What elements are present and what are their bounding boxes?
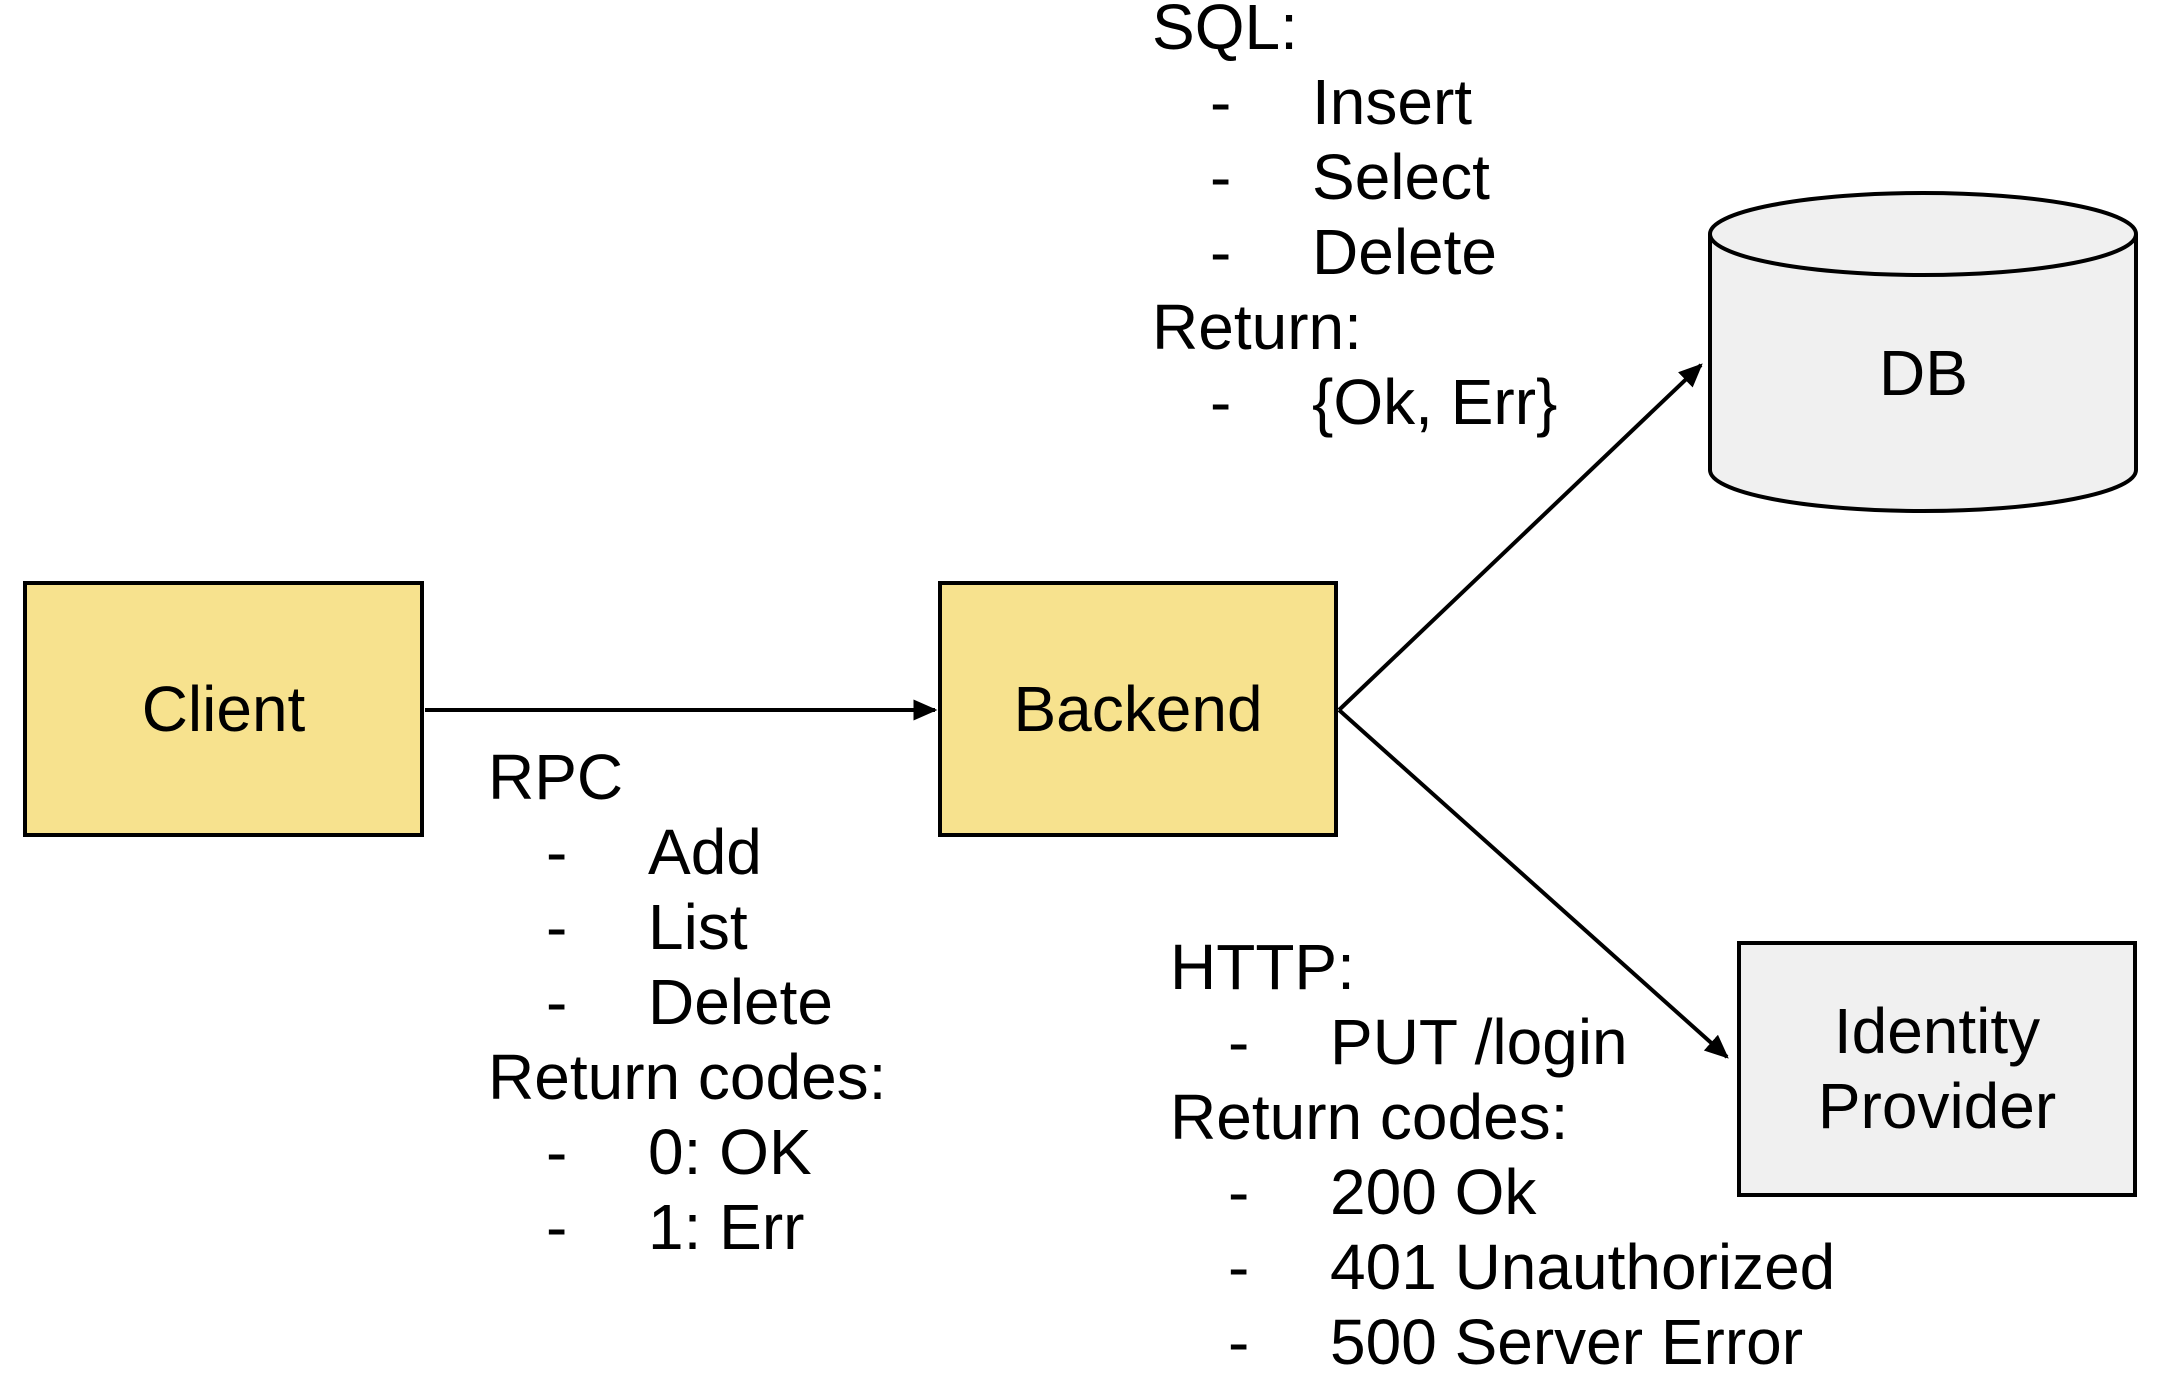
- bullet-dash: -: [546, 816, 568, 888]
- arrow-backend-to-identity-provider: [1337, 708, 1729, 1059]
- rpc-annotation-item: - List: [488, 890, 886, 965]
- sql-annotation-item: - Insert: [1152, 65, 1557, 140]
- rpc-annotation-item-text: Delete: [648, 966, 833, 1038]
- http-annotation: HTTP: -PUT /login Return codes: -200 Ok …: [1170, 930, 1835, 1380]
- rpc-annotation: RPC - Add - List - Delete Return codes: - 0:…: [488, 740, 886, 1265]
- bullet-dash: -: [546, 891, 568, 963]
- db-node-label: DB: [1879, 337, 1968, 409]
- sql-annotation-return-item-text: {Ok, Err}: [1312, 366, 1558, 438]
- http-annotation-return-item-text: 500 Server Error: [1330, 1306, 1804, 1378]
- http-annotation-item-text: PUT /login: [1330, 1006, 1628, 1078]
- rpc-annotation-return-item: - 1: Err: [488, 1190, 886, 1265]
- rpc-annotation-item-text: List: [648, 891, 748, 963]
- http-annotation-return-item: - 200 Ok: [1170, 1155, 1835, 1230]
- sql-annotation-title: SQL:: [1152, 0, 1298, 63]
- sql-annotation-item-text: Delete: [1312, 216, 1497, 288]
- bullet-dash: -: [546, 1191, 568, 1263]
- rpc-annotation-return-item-text: 0: OK: [648, 1116, 812, 1188]
- bullet-dash: -: [546, 966, 568, 1038]
- identity-provider-node-label: Identity Provider: [1817, 995, 2057, 1142]
- bullet-dash: -: [1228, 1231, 1250, 1303]
- arrow-backend-to-db: [1337, 363, 1703, 712]
- client-node: Client: [23, 581, 424, 837]
- db-cylinder-shape: [1708, 191, 2138, 513]
- http-annotation-title: HTTP:: [1170, 931, 1355, 1003]
- rpc-annotation-item: - Delete: [488, 965, 886, 1040]
- bullet-dash: -: [546, 1116, 568, 1188]
- bullet-dash: -: [1228, 1156, 1250, 1228]
- sql-annotation-return-item: - {Ok, Err}: [1152, 365, 1557, 440]
- http-annotation-return-item: - 500 Server Error: [1170, 1305, 1835, 1380]
- rpc-annotation-return-title: Return codes:: [488, 1041, 887, 1113]
- sql-annotation-return-title: Return:: [1152, 291, 1362, 363]
- http-annotation-return-item-text: 401 Unauthorized: [1330, 1231, 1836, 1303]
- backend-node-label: Backend: [1013, 672, 1263, 745]
- rpc-annotation-item-text: Add: [648, 816, 762, 888]
- client-node-label: Client: [141, 672, 306, 745]
- bullet-dash: -: [1210, 216, 1232, 288]
- sql-annotation-item: - Delete: [1152, 215, 1557, 290]
- sql-annotation-item-text: Select: [1312, 141, 1490, 213]
- bullet-dash: -: [1228, 1306, 1250, 1378]
- http-annotation-return-item-text: 200 Ok: [1330, 1156, 1537, 1228]
- rpc-annotation-item: - Add: [488, 815, 886, 890]
- rpc-annotation-return-item-text: 1: Err: [648, 1191, 805, 1263]
- bullet-dash: -: [1210, 141, 1232, 213]
- db-cylinder-top: [1708, 191, 2138, 277]
- http-annotation-return-title: Return codes:: [1170, 1081, 1569, 1153]
- db-cylinder-body: [1708, 234, 2138, 513]
- http-annotation-item: - PUT /login: [1170, 1005, 1835, 1080]
- sql-annotation: SQL: - Insert - Select - Delete Return: - {O…: [1152, 0, 1557, 440]
- bullet-dash: -: [1210, 366, 1232, 438]
- sql-annotation-item: - Select: [1152, 140, 1557, 215]
- rpc-annotation-return-item: - 0: OK: [488, 1115, 886, 1190]
- bullet-dash: -: [1228, 1006, 1250, 1078]
- identity-provider-node: Identity Provider: [1737, 941, 2137, 1197]
- sql-annotation-item-text: Insert: [1312, 66, 1473, 138]
- http-annotation-return-item: - 401 Unauthorized: [1170, 1230, 1835, 1305]
- bullet-dash: -: [1210, 66, 1232, 138]
- backend-node: Backend: [938, 581, 1338, 837]
- rpc-annotation-title: RPC: [488, 741, 624, 813]
